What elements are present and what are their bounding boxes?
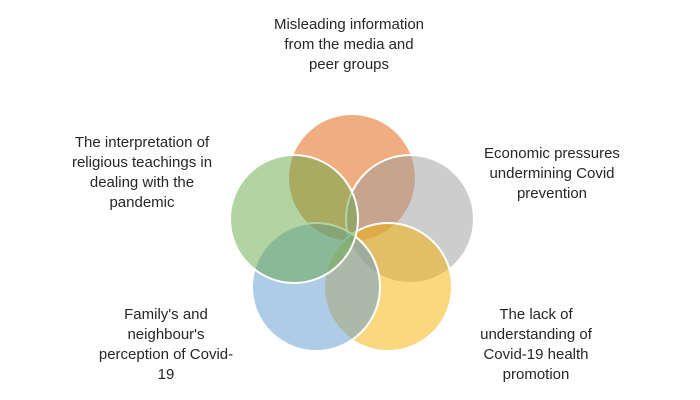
label-lack-of-understanding: The lack of understanding of Covid-19 he… (480, 306, 592, 383)
label-religious-teachings: The interpretation of religious teaching… (71, 134, 213, 211)
venn-circle-religious-teachings (229, 154, 359, 284)
label-economic-pressures: Economic pressures undermining Covid pre… (484, 145, 620, 202)
label-family-perception: Family's and neighbour's perception of C… (98, 306, 234, 383)
label-misleading-information: Misleading information from the media an… (273, 16, 425, 73)
